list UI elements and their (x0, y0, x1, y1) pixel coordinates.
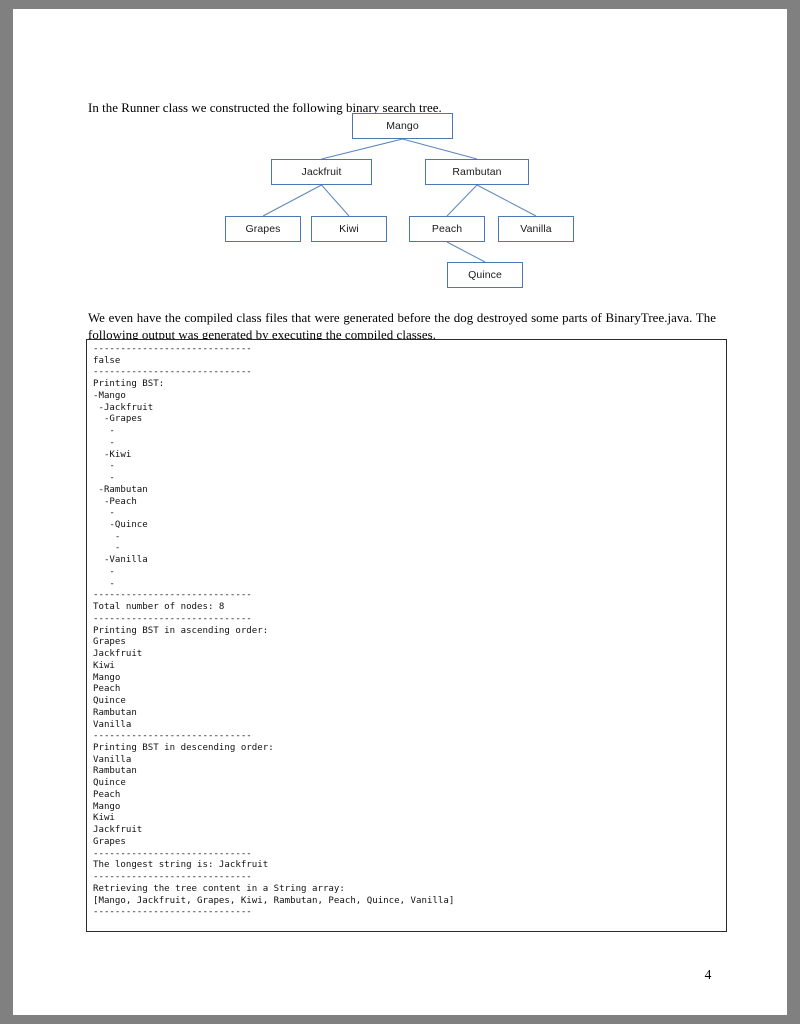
tree-edge-lines (262, 138, 537, 263)
console-output-box: ----------------------------- false ----… (86, 339, 727, 932)
tree-node-jackfruit: Jackfruit (271, 159, 372, 185)
tree-edge-mango-rambutan (402, 138, 478, 160)
tree-node-label: Grapes (245, 223, 281, 235)
tree-edge-mango-jackfruit (321, 138, 403, 160)
page-number: 4 (704, 967, 712, 982)
tree-node-label: Mango (386, 120, 419, 132)
tree-edge-jackfruit-kiwi (321, 184, 350, 217)
tree-edge-rambutan-peach (446, 184, 478, 217)
tree-node-label: Quince (468, 269, 502, 281)
tree-node-peach: Peach (409, 216, 485, 242)
tree-node-rambutan: Rambutan (425, 159, 529, 185)
compiled-classes-paragraph: We even have the compiled class files th… (88, 310, 716, 343)
tree-node-quince: Quince (447, 262, 523, 288)
tree-node-label: Rambutan (452, 166, 502, 178)
document-page: In the Runner class we constructed the f… (13, 9, 787, 1015)
console-output-text: ----------------------------- false ----… (93, 344, 455, 918)
tree-node-label: Peach (431, 223, 463, 235)
tree-node-kiwi: Kiwi (311, 216, 387, 242)
tree-edge-peach-quince (446, 241, 486, 263)
tree-edge-rambutan-vanilla (476, 184, 537, 217)
tree-node-vanilla: Vanilla (498, 216, 574, 242)
tree-node-label: Kiwi (339, 223, 359, 235)
tree-node-label: Vanilla (520, 223, 552, 235)
intro-paragraph: In the Runner class we constructed the f… (88, 100, 442, 115)
tree-edge-jackfruit-grapes (262, 184, 322, 217)
tree-node-label: Jackfruit (301, 166, 342, 178)
tree-node-grapes: Grapes (225, 216, 301, 242)
